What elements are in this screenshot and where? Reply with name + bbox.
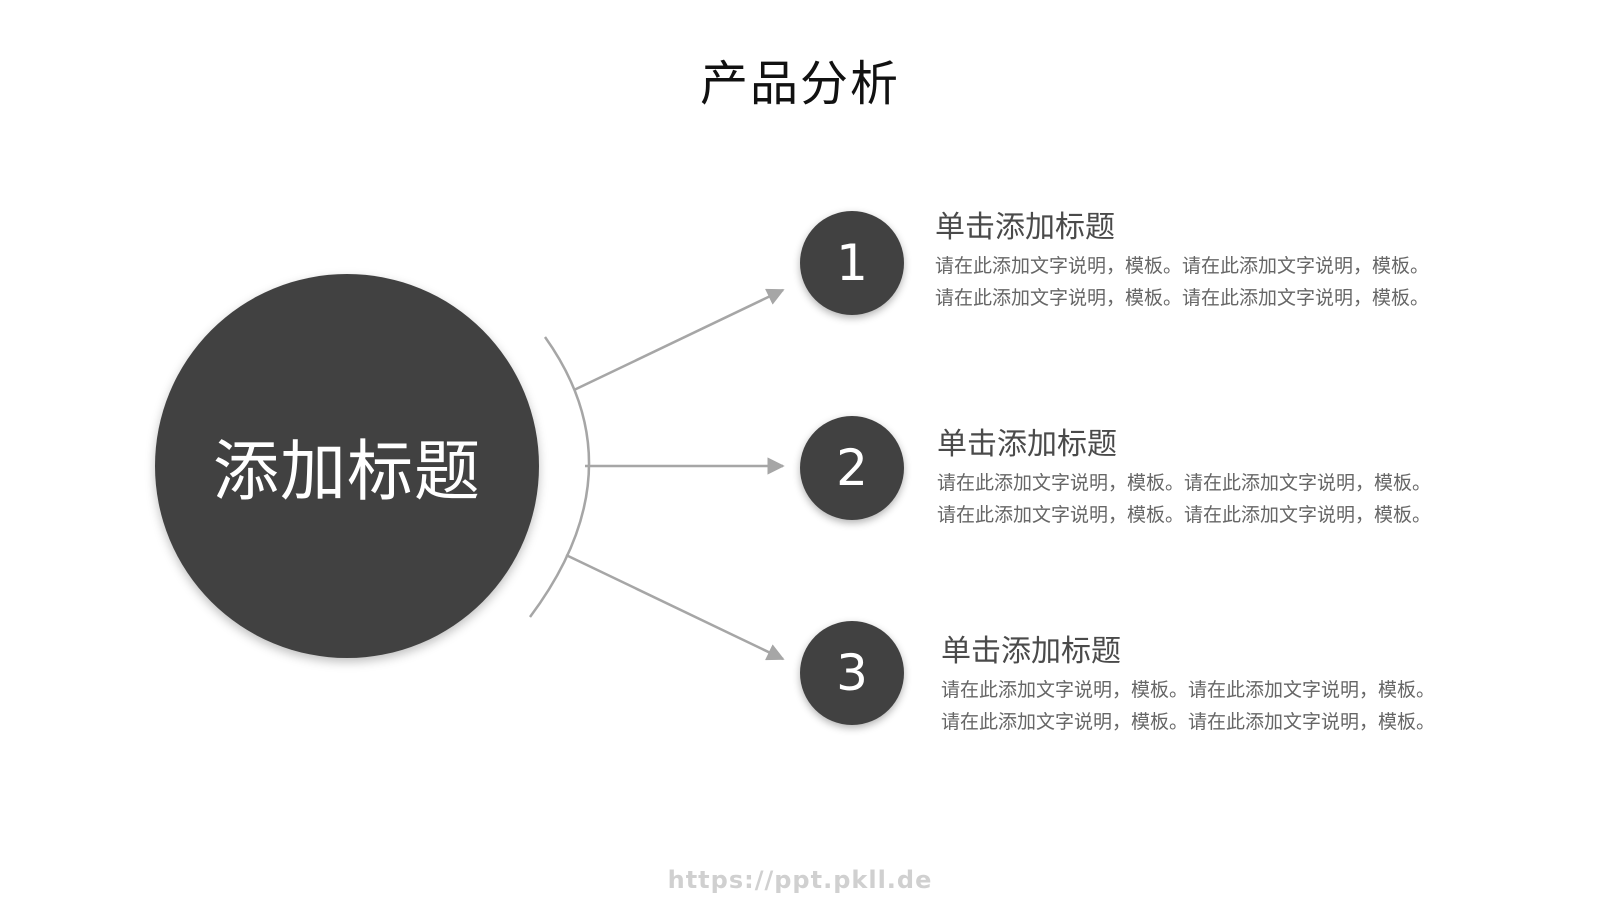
arrow-to-item-3 [565, 553, 785, 661]
arrow-to-item-1 [573, 288, 785, 392]
number-label: 2 [836, 439, 868, 497]
number-label: 1 [836, 234, 868, 292]
item-desc-line: 请在此添加文字说明，模板。请在此添加文字说明，模板。 [941, 711, 1436, 733]
item-block-1: 单击添加标题 请在此添加文字说明，模板。请在此添加文字说明，模板。 请在此添加文… [935, 210, 1495, 314]
connector-arc [528, 336, 591, 618]
center-circle: 添加标题 [155, 274, 539, 658]
center-circle-label: 添加标题 [213, 433, 481, 510]
number-circle-2: 2 [800, 416, 904, 520]
item-block-3: 单击添加标题 请在此添加文字说明，模板。请在此添加文字说明，模板。 请在此添加文… [941, 634, 1501, 738]
item-heading: 单击添加标题 [935, 210, 1115, 245]
item-desc-line: 请在此添加文字说明，模板。请在此添加文字说明，模板。 [937, 504, 1432, 526]
item-block-2: 单击添加标题 请在此添加文字说明，模板。请在此添加文字说明，模板。 请在此添加文… [937, 427, 1497, 531]
number-circle-3: 3 [800, 621, 904, 725]
item-heading: 单击添加标题 [937, 427, 1117, 462]
watermark-url: https://ppt.pkll.de [667, 866, 933, 894]
item-heading: 单击添加标题 [941, 634, 1121, 669]
number-circle-1: 1 [800, 211, 904, 315]
item-desc-line: 请在此添加文字说明，模板。请在此添加文字说明，模板。 [937, 472, 1432, 494]
slide-title: 产品分析 [699, 56, 900, 112]
number-label: 3 [836, 644, 868, 702]
item-desc-line: 请在此添加文字说明，模板。请在此添加文字说明，模板。 [941, 679, 1436, 701]
item-desc-line: 请在此添加文字说明，模板。请在此添加文字说明，模板。 [935, 255, 1430, 277]
item-desc-line: 请在此添加文字说明，模板。请在此添加文字说明，模板。 [935, 287, 1430, 309]
